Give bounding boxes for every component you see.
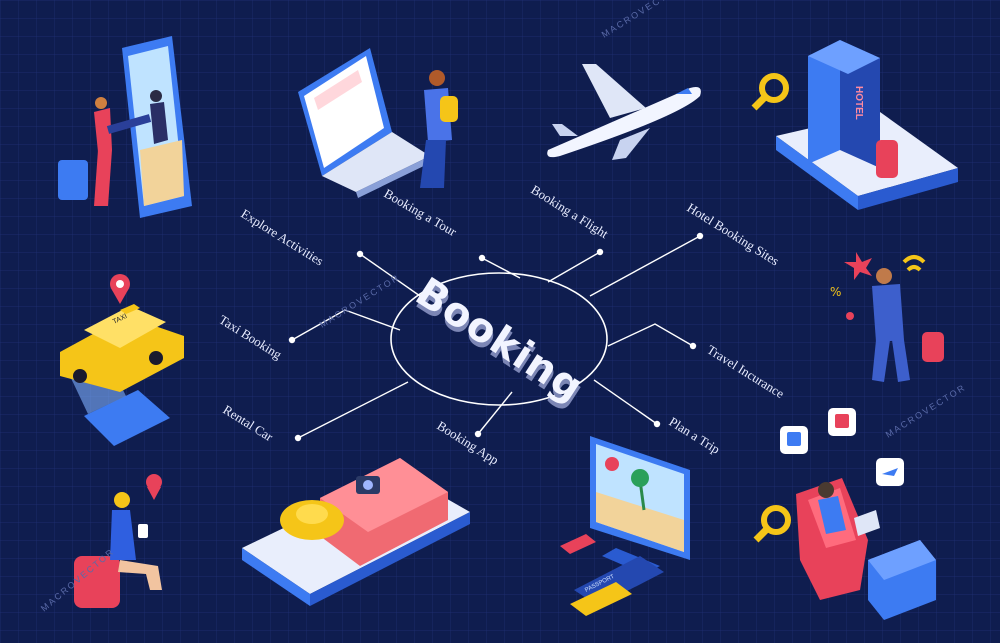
dot-hotel-booking-sites [696,232,704,240]
suitcase-icon [58,160,88,200]
plan-trip-illustration: PASSPORT [560,436,690,616]
booking-app-chair-illustration [753,408,936,620]
woman-head-icon [114,492,130,508]
connector-rental-car [297,381,409,439]
taxi-car-icon [60,316,184,392]
tourist-head-icon [429,70,445,86]
businessman-suitcase-icon [922,332,944,362]
man-head-icon [818,482,834,498]
connector-hotel-booking-sites [589,235,701,297]
percent-icon: % [830,285,841,299]
umbrella-icon [605,457,619,471]
connector-lines [291,235,701,439]
connector-travel-insurance [607,323,694,347]
airplane-wing-icon [582,64,646,118]
center-ellipse [390,272,608,406]
phone-icon [138,524,148,538]
red-luggage-icon [74,556,120,608]
connector-booking-a-tour [481,257,521,279]
connector-explore-activities [359,253,421,297]
airplane-illustration [547,64,701,160]
woman-location-pin-icon [146,474,162,490]
traveler-figure-icon [94,108,112,152]
taxi-illustration: TAXI [60,274,184,446]
dot-booking-a-tour [478,254,486,262]
card-icon [560,534,596,554]
backpack-icon [440,96,458,122]
hotel-suitcase-icon [876,140,898,178]
dot-explore-activities [356,250,364,258]
palm-tree-icon [631,469,649,487]
hotel-sign: HOTEL [853,86,864,120]
connector-booking-app [477,391,513,435]
ticket-icon [570,582,632,616]
dot-booking-a-flight [596,248,604,256]
dot-travel-insurance [689,342,697,350]
dot-booking-app [474,430,482,438]
dot-plan-a-trip [653,420,661,428]
star-icon [844,252,872,280]
connector-booking-a-flight [547,251,601,283]
connector-plan-a-trip [593,379,658,425]
travel-insurance-illustration: % [830,252,944,382]
beach-phone-illustration [58,36,192,218]
wifi-icon [902,255,926,264]
swimmer-head-icon [150,90,162,102]
laptop-tour-illustration [298,48,458,198]
woman-phone-illustration [74,474,162,608]
magnifier-icon [759,73,789,103]
dot-taxi-booking [288,336,296,344]
chair-magnifier-icon [761,505,791,535]
businessman-head-icon [876,268,892,284]
connector-taxi-booking [291,309,401,341]
connector-dots [288,232,704,442]
hotel-illustration: HOTEL [751,40,958,210]
laptop-keyboard-icon [322,132,430,192]
rental-car-illustration [242,458,470,606]
dot-rental-car [294,434,302,442]
laptop-icon [854,510,880,536]
